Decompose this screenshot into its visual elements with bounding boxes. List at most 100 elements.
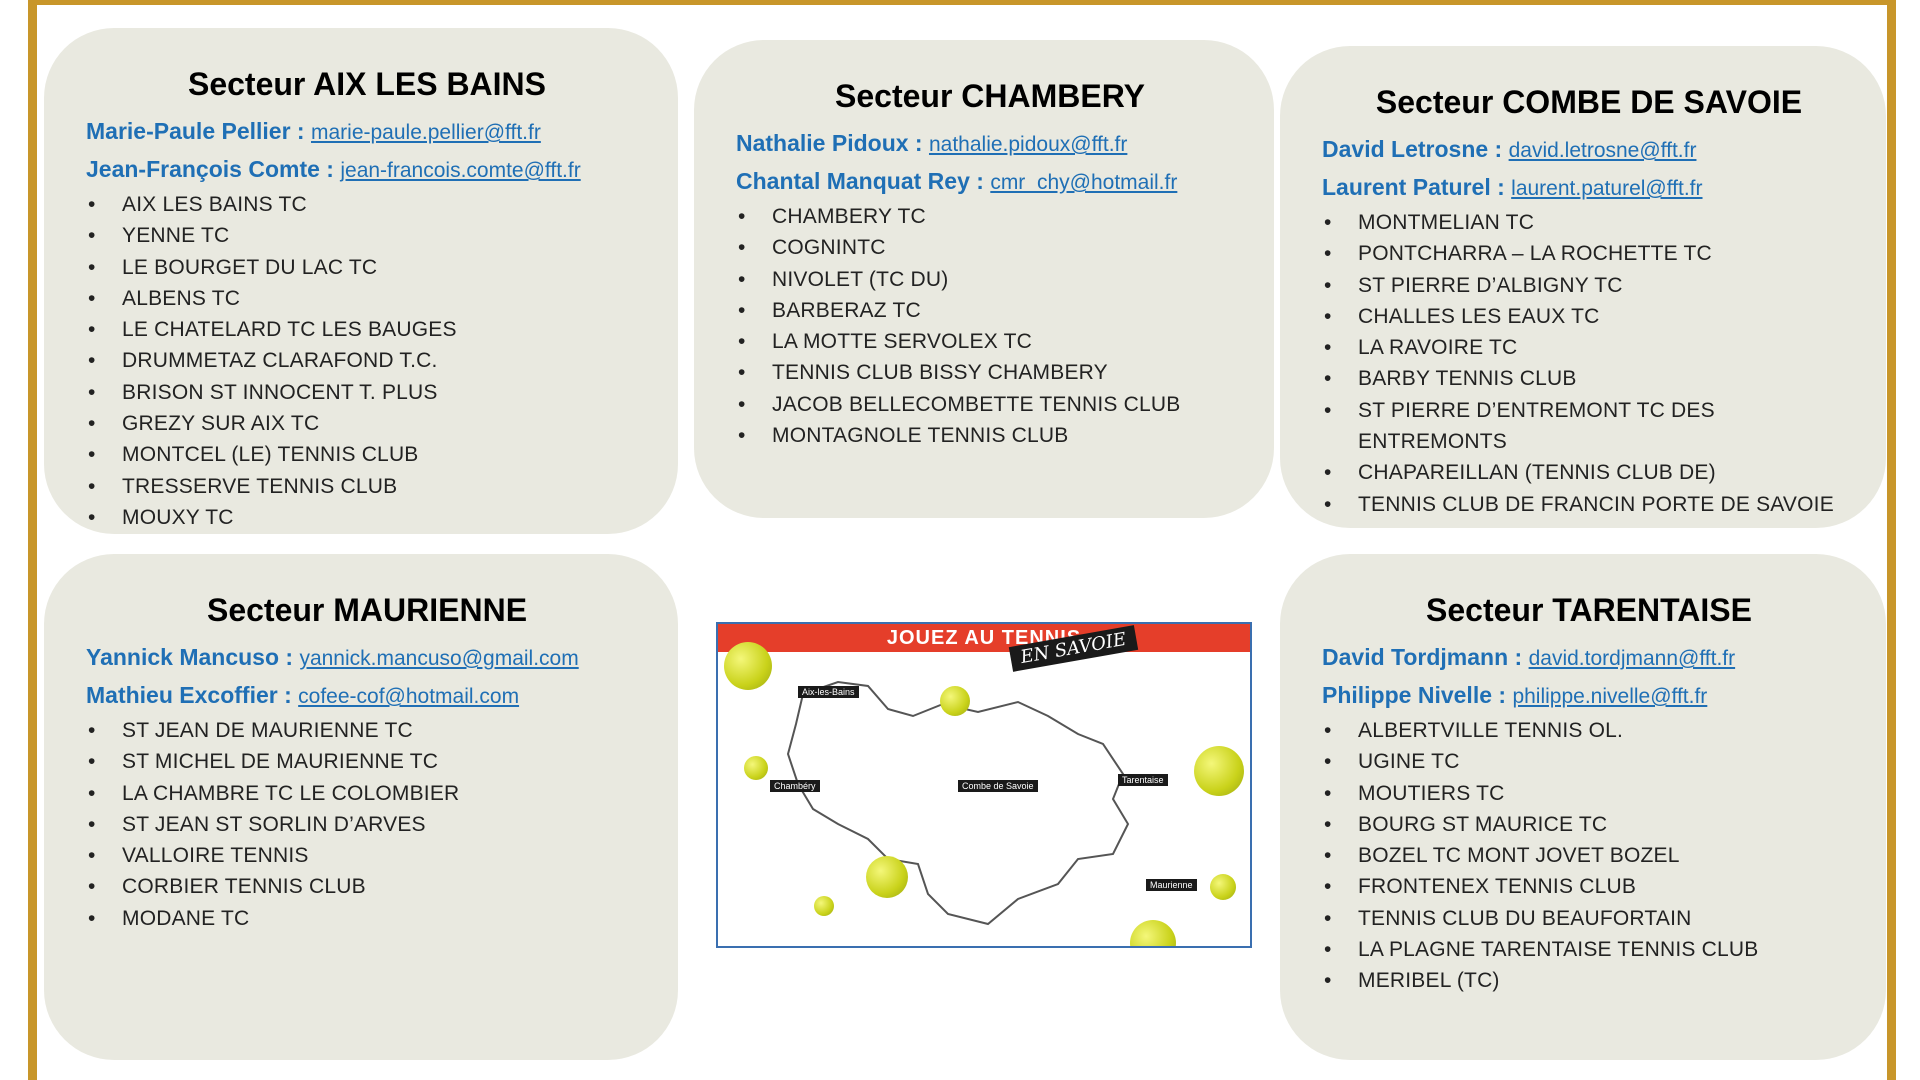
club-list-item: PONTCHARRA – LA ROCHETTE TC	[1322, 238, 1856, 270]
club-list-item: LE BOURGET DU LAC TC	[86, 252, 648, 284]
club-list-item: LA CHAMBRE TC LE COLOMBIER	[86, 778, 648, 810]
map-label-tarentaise: Tarentaise	[1118, 774, 1168, 786]
contact-name: Yannick Mancuso :	[86, 644, 294, 670]
club-list-item: ST PIERRE D’ALBIGNY TC	[1322, 270, 1856, 302]
contact-email-link[interactable]: cmr_chy@hotmail.fr	[990, 171, 1178, 194]
contact-email-link[interactable]: jean-francois.comte@fft.fr	[340, 159, 581, 182]
contact-email-link[interactable]: david.tordjmann@fft.fr	[1528, 647, 1736, 670]
tennis-ball-icon	[724, 642, 772, 690]
map-label-chambery: Chambéry	[770, 780, 820, 792]
contact-row: Philippe Nivelle : philippe.nivelle@fft.…	[1322, 677, 1856, 715]
contact-row: Marie-Paule Pellier : marie-paule.pellie…	[86, 113, 648, 151]
sector-chambery: Secteur CHAMBERY Nathalie Pidoux : nathal…	[694, 40, 1274, 518]
tennis-ball-icon	[940, 686, 970, 716]
contact-name: David Letrosne :	[1322, 136, 1503, 162]
contact-name: Philippe Nivelle :	[1322, 682, 1507, 708]
club-list-item: GREZY SUR AIX TC	[86, 408, 648, 440]
map-banner: JOUEZ AU TENNIS	[718, 624, 1250, 652]
savoie-map-image: JOUEZ AU TENNIS EN SAVOIE Aix-les-Bains …	[716, 622, 1252, 948]
tennis-ball-icon	[1194, 746, 1244, 796]
contact-name: David Tordjmann :	[1322, 644, 1523, 670]
club-list-item: MOUTIERS TC	[1322, 778, 1856, 810]
club-list-item: BRISON ST INNOCENT T. PLUS	[86, 377, 648, 409]
club-list-item: MONTAGNOLE TENNIS CLUB	[736, 420, 1244, 452]
contact-email-link[interactable]: marie-paule.pellier@fft.fr	[310, 121, 541, 144]
club-list-item: CHAMBERY TC	[736, 201, 1244, 233]
contact-email-link[interactable]: nathalie.pidoux@fft.fr	[928, 133, 1128, 156]
club-list-item: TENNIS CLUB DE FRANCIN PORTE DE SAVOIE	[1322, 489, 1856, 521]
club-list-item: FRONTENEX TENNIS CLUB	[1322, 871, 1856, 903]
tennis-ball-icon	[866, 856, 908, 898]
contact-name: Chantal Manquat Rey :	[736, 168, 984, 194]
contact-email-link[interactable]: laurent.paturel@fft.fr	[1511, 177, 1703, 200]
savoie-map-outline	[786, 680, 1130, 926]
club-list-item: BOURG ST MAURICE TC	[1322, 809, 1856, 841]
tennis-ball-icon	[744, 756, 768, 780]
club-list-item: LA MOTTE SERVOLEX TC	[736, 326, 1244, 358]
contact-row: David Tordjmann : david.tordjmann@fft.fr	[1322, 639, 1856, 677]
map-label-aix: Aix-les-Bains	[798, 686, 859, 698]
sector-title: Secteur AIX LES BAINS	[187, 66, 546, 102]
club-list-item: AIX LES BAINS TC	[86, 189, 648, 221]
club-list-item: ST PIERRE D’ENTREMONT TC DES ENTREMONTS	[1322, 395, 1856, 458]
club-list-item: DRUMMETAZ CLARAFOND T.C.	[86, 345, 648, 377]
contact-row: Nathalie Pidoux : nathalie.pidoux@fft.fr	[736, 125, 1244, 163]
contact-row: Laurent Paturel : laurent.paturel@fft.fr	[1322, 169, 1856, 207]
club-list-item: LE CHATELARD TC LES BAUGES	[86, 314, 648, 346]
contact-email-link[interactable]: david.letrosne@fft.fr	[1508, 139, 1697, 162]
club-list-item: CORBIER TENNIS CLUB	[86, 871, 648, 903]
club-list-item: MONTMELIAN TC	[1322, 207, 1856, 239]
club-list-item: LA PLAGNE TARENTAISE TENNIS CLUB	[1322, 934, 1856, 966]
club-list-item: ALBENS TC	[86, 283, 648, 315]
club-list-item: BARBY TENNIS CLUB	[1322, 363, 1856, 395]
club-list-item: CHALLES LES EAUX TC	[1322, 301, 1856, 333]
contact-name: Laurent Paturel :	[1322, 174, 1505, 200]
club-list-item: ST JEAN ST SORLIN D’ARVES	[86, 809, 648, 841]
club-list-item: JACOB BELLECOMBETTE TENNIS CLUB	[736, 389, 1244, 421]
contact-email-link[interactable]: yannick.mancuso@gmail.com	[299, 647, 579, 670]
club-list-item: ST MICHEL DE MAURIENNE TC	[86, 746, 648, 778]
frame-right	[1887, 0, 1896, 1080]
sector-title: Secteur CHAMBERY	[835, 78, 1145, 114]
sector-title: Secteur TARENTAISE	[1426, 592, 1752, 628]
club-list-item: MOUXY TC	[86, 502, 648, 534]
contact-name: Jean-François Comte :	[86, 156, 334, 182]
sector-aix-les-bains: Secteur AIX LES BAINS Marie-Paule Pellier…	[44, 28, 678, 534]
map-label-combe: Combe de Savoie	[958, 780, 1038, 792]
club-list-item: MONTCEL (LE) TENNIS CLUB	[86, 439, 648, 471]
contact-name: Mathieu Excoffier :	[86, 682, 292, 708]
club-list: ALBERTVILLE TENNIS OL.UGINE TCMOUTIERS T…	[1322, 715, 1856, 997]
contact-row: Mathieu Excoffier : cofee-cof@hotmail.co…	[86, 677, 648, 715]
contact-email-link[interactable]: philippe.nivelle@fft.fr	[1512, 685, 1708, 708]
club-list-item: UGINE TC	[1322, 746, 1856, 778]
sector-tarentaise: Secteur TARENTAISE David Tordjmann : davi…	[1280, 554, 1886, 1060]
club-list-item: COGNINTC	[736, 232, 1244, 264]
club-list-item: TENNIS CLUB BISSY CHAMBERY	[736, 357, 1244, 389]
club-list-item: BARBERAZ TC	[736, 295, 1244, 327]
club-list-item: NIVOLET (TC DU)	[736, 264, 1244, 296]
tennis-ball-icon	[1210, 874, 1236, 900]
club-list: ST JEAN DE MAURIENNE TCST MICHEL DE MAUR…	[86, 715, 648, 934]
club-list-item: LA RAVOIRE TC	[1322, 332, 1856, 364]
club-list-item: TENNIS CLUB DU BEAUFORTAIN	[1322, 903, 1856, 935]
sector-maurienne: Secteur MAURIENNE Yannick Mancuso : yanni…	[44, 554, 678, 1060]
frame-top	[28, 0, 1896, 5]
club-list-item: BOZEL TC MONT JOVET BOZEL	[1322, 840, 1856, 872]
contact-row: Yannick Mancuso : yannick.mancuso@gmail.…	[86, 639, 648, 677]
contact-email-link[interactable]: cofee-cof@hotmail.com	[298, 685, 520, 708]
contact-name: Nathalie Pidoux :	[736, 130, 923, 156]
map-label-maurienne: Maurienne	[1146, 879, 1197, 891]
club-list: CHAMBERY TCCOGNINTCNIVOLET (TC DU)BARBER…	[736, 201, 1244, 452]
club-list-item: TRESSERVE TENNIS CLUB	[86, 471, 648, 503]
contact-row: David Letrosne : david.letrosne@fft.fr	[1322, 131, 1856, 169]
club-list-item: ST JEAN DE MAURIENNE TC	[86, 715, 648, 747]
contact-row: Jean-François Comte : jean-francois.comt…	[86, 151, 648, 189]
contact-name: Marie-Paule Pellier :	[86, 118, 305, 144]
club-list-item: MERIBEL (TC)	[1322, 965, 1856, 997]
club-list-item: YENNE TC	[86, 220, 648, 252]
frame-left	[28, 0, 37, 1080]
sector-title: Secteur MAURIENNE	[206, 592, 528, 628]
club-list-item: CHAPAREILLAN (TENNIS CLUB DE)	[1322, 457, 1856, 489]
